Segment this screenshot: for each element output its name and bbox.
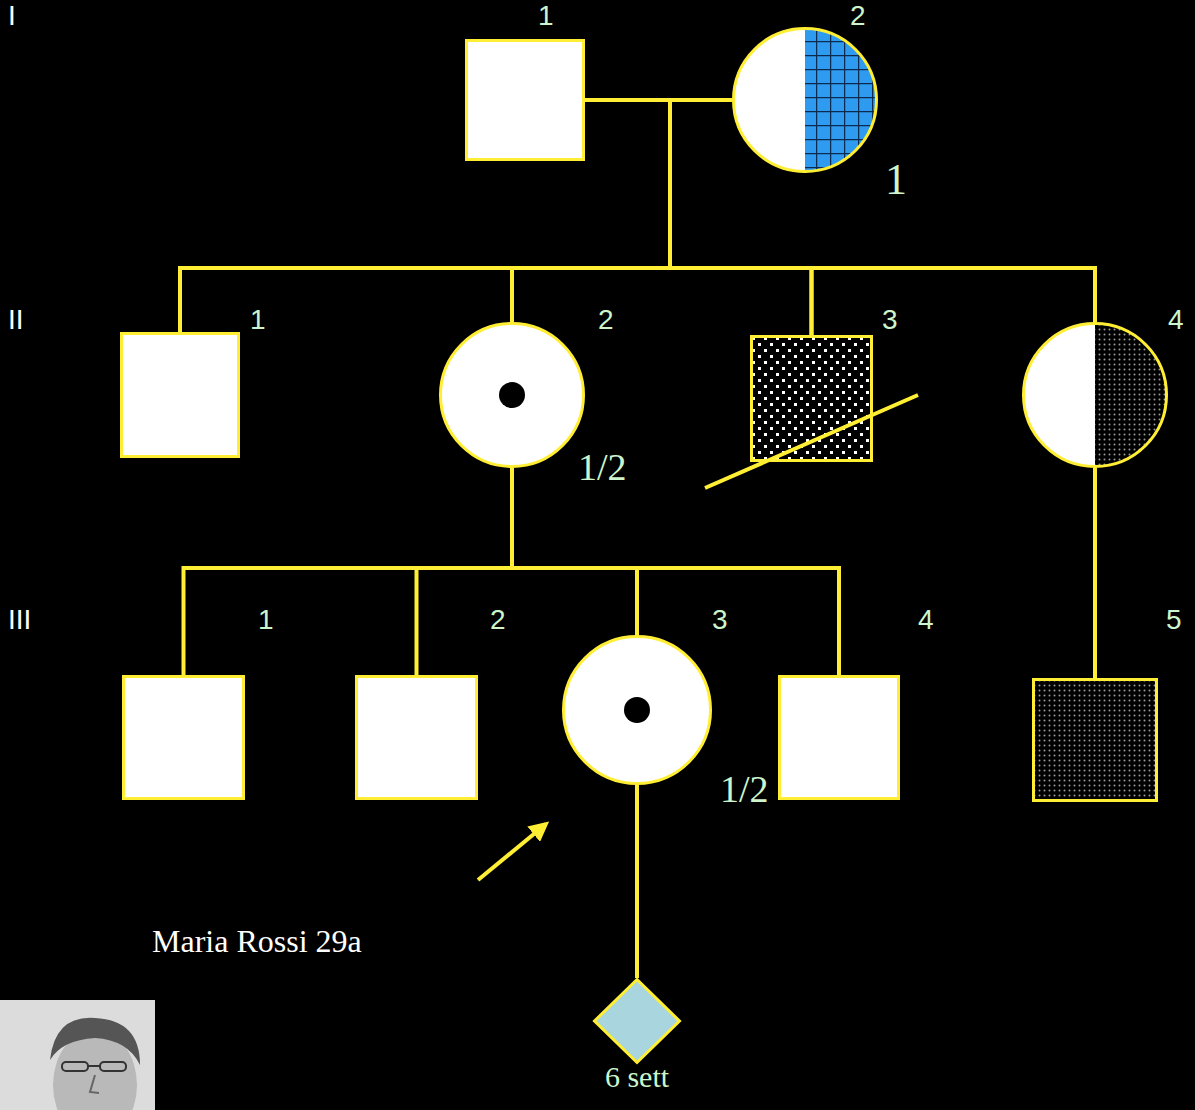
individual-number: 3 <box>712 606 728 634</box>
individual-number: 1 <box>250 306 266 334</box>
symbol-outline <box>465 39 585 161</box>
symbol-outline <box>439 322 585 468</box>
individual-number: 2 <box>490 606 506 634</box>
deceased-affected-male: 3 <box>750 335 873 462</box>
individual-number: 2 <box>598 306 614 334</box>
symbol-outline <box>750 335 873 462</box>
pregnancy-diamond: 6 sett <box>593 978 681 1064</box>
individual-number: 1 <box>538 2 554 30</box>
individual-number: 1 <box>258 606 274 634</box>
individual-number: 4 <box>1168 306 1184 334</box>
symbol-outline <box>122 675 245 800</box>
male-symbol: 1 <box>465 39 585 161</box>
male-symbol: 1 <box>120 332 240 458</box>
carrier-probability: 1/2 <box>720 770 769 808</box>
individual-number: 5 <box>1166 606 1182 634</box>
pedigree-line <box>670 100 1095 322</box>
pedigree-line <box>417 468 513 675</box>
leader-arrow <box>478 824 546 880</box>
female-carrier-symbol: 21 <box>732 27 878 173</box>
male-symbol: 1 <box>122 675 245 800</box>
portrait-photo <box>0 1000 155 1110</box>
gestation-label: 6 sett <box>605 1062 669 1092</box>
generation-label: I <box>8 2 16 30</box>
pedigree-line <box>512 468 637 635</box>
deceased-slash <box>705 395 918 488</box>
pedigree-line <box>635 785 639 978</box>
symbol-outline <box>732 27 878 173</box>
symbol-outline <box>778 675 900 800</box>
carrier-probability: 1/2 <box>578 448 627 486</box>
symbol-outline <box>120 332 240 458</box>
male-symbol: 2 <box>355 675 478 800</box>
symbol-outline <box>562 635 712 785</box>
pedigree-line <box>180 100 670 332</box>
affected-male: 5 <box>1032 678 1158 802</box>
proband-female: 31/2 <box>562 635 712 785</box>
symbol-outline <box>1032 678 1158 802</box>
carrier-probability: 1 <box>885 158 907 202</box>
pedigree-line <box>512 468 839 675</box>
pedigree-line <box>184 468 513 675</box>
female-carrier-symbol: 4 <box>1022 322 1168 468</box>
male-symbol: 4 <box>778 675 900 800</box>
female-carrier-symbol: 21/2 <box>439 322 585 468</box>
proband-name: Maria Rossi 29a <box>152 925 362 957</box>
symbol-outline <box>1022 322 1168 468</box>
symbol-outline <box>593 978 681 1064</box>
generation-label: II <box>8 306 24 334</box>
pedigree-line <box>180 100 732 332</box>
individual-number: 2 <box>850 2 866 30</box>
symbol-outline <box>355 675 478 800</box>
pedigree-line <box>1093 468 1097 678</box>
individual-number: 4 <box>918 606 934 634</box>
generation-label: III <box>8 606 31 634</box>
individual-number: 3 <box>882 306 898 334</box>
